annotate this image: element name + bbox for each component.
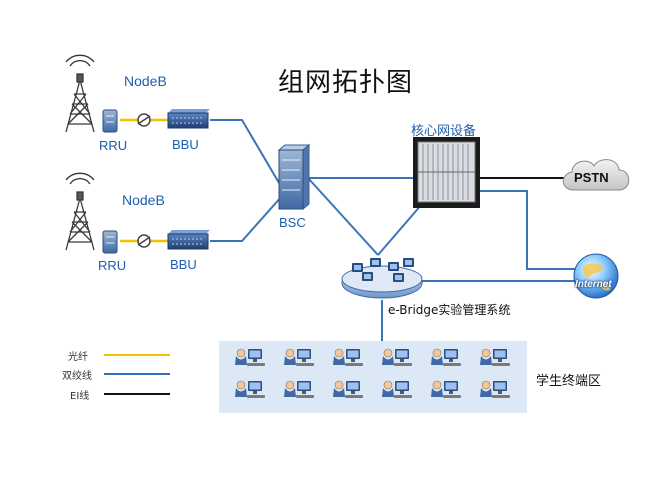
- rru-bottom-label: RRU: [98, 258, 127, 273]
- student-terminal-icon: [431, 380, 461, 398]
- fiber-links: [120, 118, 168, 243]
- student-terminal-icon: [480, 380, 510, 398]
- rru-top-label: RRU: [99, 138, 128, 153]
- student-terminal-icon: [382, 348, 412, 366]
- ebridge-label: e-Bridge实验管理系统: [388, 303, 511, 317]
- twisted-pair-links: [210, 119, 575, 341]
- link-core-internet: [480, 190, 575, 270]
- student-terminal-icon: [333, 348, 363, 366]
- student-terminal-area: [219, 341, 527, 413]
- diagram-title: 组网拓扑图: [278, 68, 414, 98]
- link-bsc-ebridge: [307, 177, 379, 256]
- nodeb-top-tower-icon: [65, 54, 95, 133]
- student-terminal-icon: [480, 348, 510, 366]
- core-equipment-label: 核心网设备: [411, 124, 477, 139]
- core-equipment-icon: [413, 137, 480, 208]
- legend-fiber-label: 光纤: [68, 352, 88, 363]
- student-terminal-icon: [284, 348, 314, 366]
- fiber-connector-top-icon: [137, 113, 151, 127]
- legend-twisted-label: 双绞线: [62, 371, 92, 382]
- student-terminal-icon: [284, 380, 314, 398]
- pstn-cloud-icon: [562, 159, 630, 191]
- student-terminal-icon: [235, 380, 265, 398]
- bsc-label: BSC: [279, 215, 306, 230]
- nodeb-bottom-label: NodeB: [122, 192, 165, 208]
- link-bbu-top-bsc: [210, 119, 283, 189]
- rru-top-icon: [102, 109, 118, 133]
- bsc-cabinet-icon: [277, 143, 311, 211]
- ebridge-hub-icon: [341, 258, 423, 299]
- nodeb-bottom-tower-icon: [65, 172, 95, 251]
- legend-e1-label: EI线: [70, 391, 90, 402]
- bbu-bottom-label: BBU: [170, 257, 197, 272]
- bbu-top-label: BBU: [172, 137, 199, 152]
- student-terminal-icon: [235, 348, 265, 366]
- student-terminal-icon: [333, 380, 363, 398]
- legend-lines: [104, 354, 170, 395]
- fiber-connector-bottom-icon: [137, 234, 151, 248]
- bbu-top-icon: [167, 109, 210, 129]
- internet-globe-icon: [573, 253, 619, 299]
- pstn-label: PSTN: [574, 170, 609, 185]
- student-area-label: 学生终端区: [536, 374, 602, 389]
- link-core-ebridge: [377, 203, 423, 256]
- student-terminal-icon: [382, 380, 412, 398]
- bbu-bottom-icon: [167, 230, 210, 250]
- internet-label: Internet: [575, 279, 612, 290]
- nodeb-top-label: NodeB: [124, 73, 167, 89]
- rru-bottom-icon: [102, 230, 118, 254]
- student-terminals-grid: [235, 348, 510, 398]
- student-terminal-icon: [431, 348, 461, 366]
- link-bbu-bottom-bsc: [210, 195, 283, 242]
